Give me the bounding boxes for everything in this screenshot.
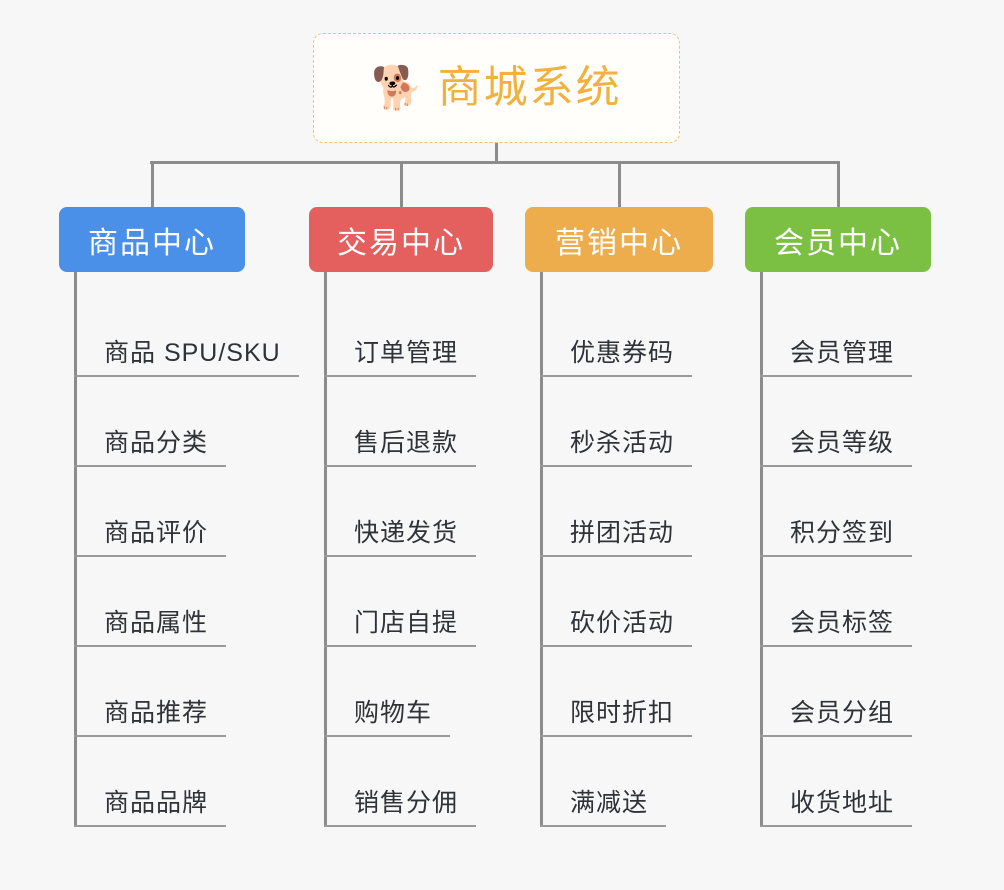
leaf-item[interactable]: 满减送 [540,737,667,827]
leaf-item[interactable]: 限时折扣 [540,647,693,737]
leaf-item[interactable]: 订单管理 [324,287,477,377]
connector-drop-product-center [151,161,154,207]
leaf-item[interactable]: 商品 SPU/SKU [74,287,299,377]
leaf-item[interactable]: 门店自提 [324,557,477,647]
root-node[interactable]: 🐕 商城系统 [313,33,680,143]
leaf-item[interactable]: 会员分组 [760,647,913,737]
leaf-item[interactable]: 优惠券码 [540,287,693,377]
leaf-item[interactable]: 积分签到 [760,467,913,557]
column-product-center: 商品中心商品 SPU/SKU 商品分类商品评价商品属性商品推荐商品品牌 [59,207,299,890]
leaf-item[interactable]: 购物车 [324,647,451,737]
category-box-marketing-center[interactable]: 营销中心 [525,207,713,272]
connector-horizontal-bus [150,161,839,164]
root-title: 商城系统 [437,63,622,112]
leaf-group-product-center: 商品 SPU/SKU 商品分类商品评价商品属性商品推荐商品品牌 [59,272,299,890]
connector-drop-trade-center [400,161,403,207]
connector-root-stem [495,143,498,164]
leaf-item-label: 购物车 [324,699,451,737]
leaf-item-label: 会员等级 [760,429,913,467]
leaf-item-label: 商品属性 [74,609,227,647]
leaf-group-marketing-center: 优惠券码秒杀活动拼团活动砍价活动限时折扣满减送 [525,272,713,890]
leaf-item[interactable]: 商品推荐 [74,647,227,737]
leaf-item[interactable]: 拼团活动 [540,467,693,557]
category-box-product-center[interactable]: 商品中心 [59,207,245,272]
leaf-item[interactable]: 商品评价 [74,467,227,557]
leaf-item[interactable]: 快递发货 [324,467,477,557]
leaf-item-label: 商品推荐 [74,699,227,737]
leaf-item-label: 积分签到 [760,519,913,557]
connector-trunk-product-center [74,272,77,827]
column-marketing-center: 营销中心优惠券码秒杀活动拼团活动砍价活动限时折扣满减送 [525,207,713,890]
leaf-item-label: 限时折扣 [540,699,693,737]
leaf-item[interactable]: 商品分类 [74,377,227,467]
shiba-dog-face-icon: 🐕 [371,64,424,111]
leaf-item[interactable]: 秒杀活动 [540,377,693,467]
column-member-center: 会员中心会员管理会员等级积分签到会员标签会员分组收货地址 [745,207,931,890]
leaf-item-label: 门店自提 [324,609,477,647]
connector-drop-marketing-center [618,161,621,207]
leaf-item-label: 订单管理 [324,339,477,377]
connector-trunk-member-center [760,272,763,827]
leaf-item-label: 拼团活动 [540,519,693,557]
leaf-item-label: 商品评价 [74,519,227,557]
leaf-item-label: 满减送 [540,789,667,827]
leaf-item[interactable]: 销售分佣 [324,737,477,827]
leaf-group-member-center: 会员管理会员等级积分签到会员标签会员分组收货地址 [745,272,931,890]
leaf-item-label: 商品分类 [74,429,227,467]
column-trade-center: 交易中心订单管理售后退款快递发货门店自提购物车销售分佣 [309,207,493,890]
connector-drop-member-center [837,161,840,207]
leaf-item-label: 收货地址 [760,789,913,827]
leaf-item-label: 商品品牌 [74,789,227,827]
leaf-item-label: 会员标签 [760,609,913,647]
leaf-item[interactable]: 砍价活动 [540,557,693,647]
leaf-item-label: 会员管理 [760,339,913,377]
leaf-item[interactable]: 收货地址 [760,737,913,827]
connector-trunk-trade-center [324,272,327,827]
leaf-item-label: 售后退款 [324,429,477,467]
leaf-item[interactable]: 会员管理 [760,287,913,377]
leaf-item-label: 砍价活动 [540,609,693,647]
leaf-item-label: 销售分佣 [324,789,477,827]
leaf-item-label: 快递发货 [324,519,477,557]
leaf-item-label: 秒杀活动 [540,429,693,467]
leaf-item-label: 优惠券码 [540,339,693,377]
leaf-item[interactable]: 会员等级 [760,377,913,467]
leaf-item[interactable]: 商品品牌 [74,737,227,827]
leaf-item[interactable]: 会员标签 [760,557,913,647]
leaf-item[interactable]: 商品属性 [74,557,227,647]
category-box-member-center[interactable]: 会员中心 [745,207,931,272]
leaf-item[interactable]: 售后退款 [324,377,477,467]
category-box-trade-center[interactable]: 交易中心 [309,207,493,272]
leaf-group-trade-center: 订单管理售后退款快递发货门店自提购物车销售分佣 [309,272,493,890]
connector-trunk-marketing-center [540,272,543,827]
leaf-item-label: 商品 SPU/SKU [74,339,299,377]
leaf-item-label: 会员分组 [760,699,913,737]
org-chart-canvas: 🐕 商城系统 商品中心商品 SPU/SKU 商品分类商品评价商品属性商品推荐商品品… [59,33,931,827]
